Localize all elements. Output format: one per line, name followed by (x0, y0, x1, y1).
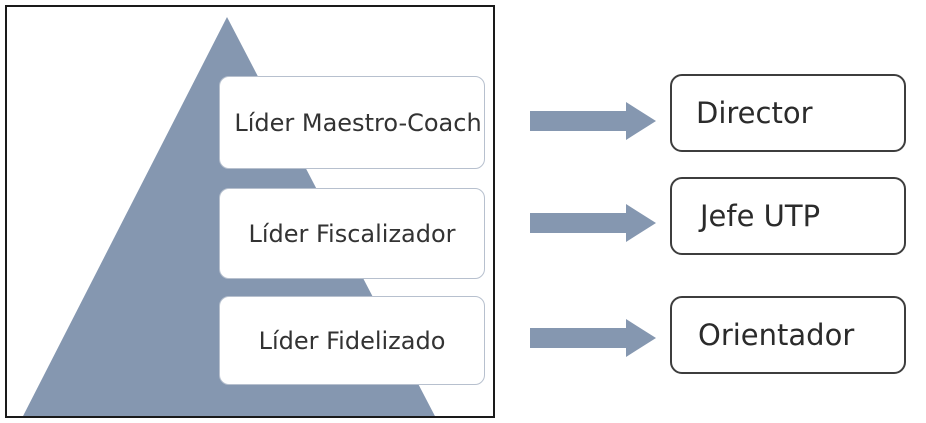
role-box-jefe-utp: Jefe UTP (670, 177, 906, 255)
level-label-maestro-coach: Líder Maestro-Coach (234, 108, 482, 137)
arrow-right-icon (530, 102, 656, 140)
level-label-fidelizado: Líder Fidelizado (258, 326, 446, 355)
role-label-jefe-utp: Jefe UTP (700, 199, 821, 233)
role-box-director: Director (670, 74, 906, 152)
role-box-orientador: Orientador (670, 296, 906, 374)
level-box-fiscalizador: Líder Fiscalizador (219, 188, 485, 279)
arrow-right-icon (530, 204, 656, 242)
level-box-fidelizado: Líder Fidelizado (219, 296, 485, 385)
arrow-right-icon (530, 319, 656, 357)
pyramid-frame: Líder Maestro-Coach Líder Fiscalizador L… (5, 5, 495, 418)
level-box-maestro-coach: Líder Maestro-Coach (219, 76, 485, 169)
level-label-fiscalizador: Líder Fiscalizador (248, 219, 456, 248)
role-label-director: Director (696, 96, 813, 130)
role-label-orientador: Orientador (698, 318, 855, 352)
